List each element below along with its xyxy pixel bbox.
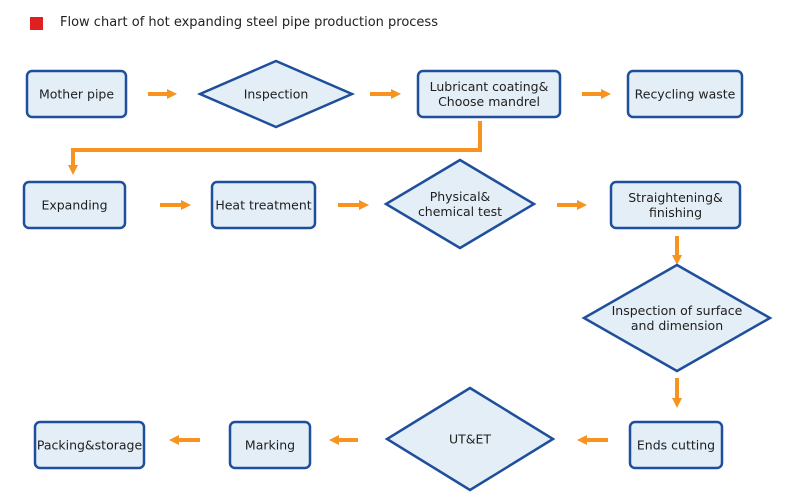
node-mother-pipe: Mother pipe: [25, 69, 128, 119]
node-recycling-waste: Recycling waste: [626, 69, 744, 119]
node-label: Inspection of surface: [612, 303, 743, 318]
node-ut-et: UT&ET: [384, 386, 556, 492]
process-box: [33, 420, 146, 470]
node-label: Recycling waste: [635, 87, 736, 102]
title-marker-icon: [30, 17, 43, 30]
edges-layer: [68, 89, 682, 445]
node-label: Heat treatment: [215, 198, 311, 213]
process-box: [628, 420, 724, 470]
nodes-layer: Mother pipe Inspection Lubricant coating&C…: [22, 59, 773, 492]
arrow-lubricant-to-expanding: [68, 121, 482, 175]
node-label: Choose mandrel: [438, 94, 540, 109]
decision-diamond: [581, 263, 773, 373]
node-lubricant-coating: Lubricant coating&Choose mandrel: [416, 69, 562, 119]
node-label: Marking: [245, 438, 295, 453]
node-label: Inspection: [244, 87, 309, 102]
chart-title: Flow chart of hot expanding steel pipe p…: [60, 15, 438, 30]
process-box: [416, 69, 562, 119]
node-label: chemical test: [418, 204, 502, 219]
node-ends-cutting: Ends cutting: [628, 420, 724, 470]
decision-diamond: [384, 386, 556, 492]
node-packing-storage: Packing&storage: [33, 420, 146, 470]
process-box: [22, 180, 127, 230]
process-box: [210, 180, 317, 230]
node-physical-chemical-test: Physical&chemical test: [383, 158, 537, 250]
process-box: [228, 420, 312, 470]
decision-diamond: [196, 59, 356, 129]
decision-diamond: [383, 158, 537, 250]
node-expanding: Expanding: [22, 180, 127, 230]
node-label: UT&ET: [449, 432, 491, 447]
node-label: and dimension: [631, 318, 723, 333]
node-inspection: Inspection: [196, 59, 356, 129]
node-label: Mother pipe: [39, 87, 114, 102]
node-label: Expanding: [41, 198, 107, 213]
process-box: [626, 69, 744, 119]
node-label: Packing&storage: [37, 438, 143, 453]
node-marking: Marking: [228, 420, 312, 470]
process-box: [609, 180, 742, 230]
node-label: Physical&: [430, 189, 491, 204]
node-label: Ends cutting: [637, 438, 715, 453]
node-label: Lubricant coating&: [430, 79, 549, 94]
node-straightening-finishing: Straightening&finishing: [609, 180, 742, 230]
process-box: [25, 69, 128, 119]
node-label: finishing: [649, 205, 702, 220]
node-heat-treatment: Heat treatment: [210, 180, 317, 230]
node-label: Straightening&: [628, 190, 723, 205]
